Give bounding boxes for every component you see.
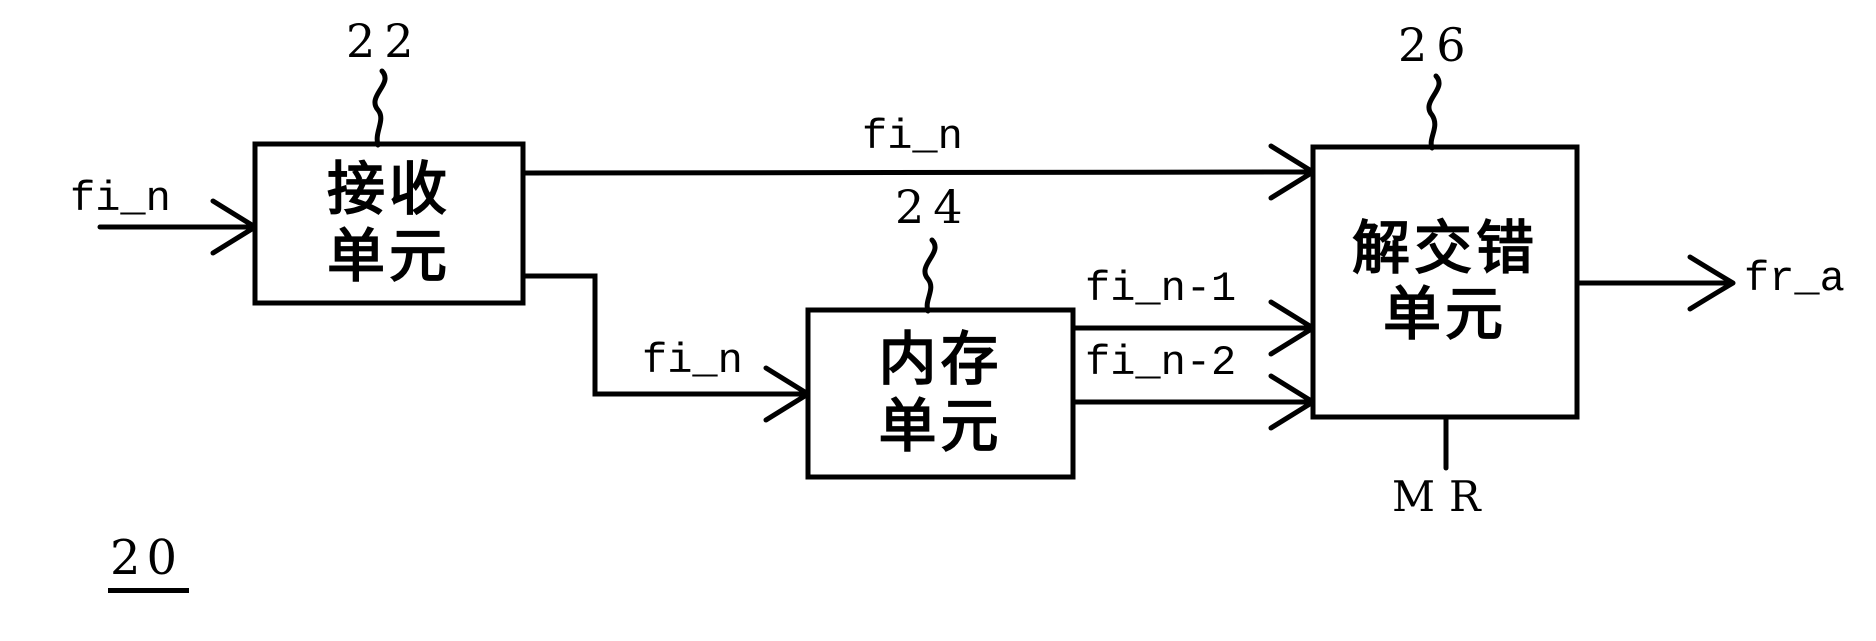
recv-to-mem-arrowhead [763, 365, 811, 423]
deinterleaving-unit-title: 解交错 单元 [1313, 147, 1577, 417]
ref-22-leader-squiggle [372, 68, 388, 148]
figure-number: 20 [108, 534, 190, 593]
signal-label-fr-a: fr_a [1744, 255, 1845, 303]
ref-24-leader-squiggle [922, 237, 938, 314]
signal-label-fi-n-1: fi_n-1 [1085, 265, 1237, 313]
signal-label-mid-fi-n: fi_n [642, 337, 743, 385]
output-arrowhead [1687, 254, 1736, 312]
signal-label-top-fi-n: fi_n [862, 113, 963, 161]
receiving-unit-title-line2: 单元 [326, 223, 451, 289]
recv-to-mem-line [520, 273, 809, 397]
recv-to-deint-arrowhead [1268, 143, 1316, 201]
ref-label-22: 22 [346, 14, 423, 68]
signal-label-input-fi-n: fi_n [70, 175, 171, 223]
ref-label-24: 24 [895, 180, 972, 234]
receiving-unit-title-line1: 接收 [326, 157, 451, 223]
receiving-unit-title: 接收 单元 [255, 144, 523, 303]
memory-unit-title-line1: 内存 [878, 327, 1003, 393]
input-arrowhead [210, 198, 258, 256]
ref-label-26: 26 [1398, 18, 1475, 72]
signal-label-fi-n-2: fi_n-2 [1085, 339, 1237, 387]
mem-to-deint-arrowhead-1 [1268, 299, 1316, 357]
ref-26-leader-squiggle [1426, 73, 1442, 151]
memory-unit-title-line2: 单元 [878, 393, 1003, 459]
memory-unit-title: 内存 单元 [808, 310, 1073, 477]
receiving-unit-box [252, 141, 526, 306]
deinterleaving-unit-title-line1: 解交错 [1351, 215, 1538, 281]
mem-to-deint-arrowhead-2 [1268, 373, 1316, 431]
recv-to-deint-line [520, 169, 1314, 176]
deinterleaving-unit-title-line2: 单元 [1382, 282, 1507, 347]
signal-label-mr: MR [1392, 472, 1495, 521]
